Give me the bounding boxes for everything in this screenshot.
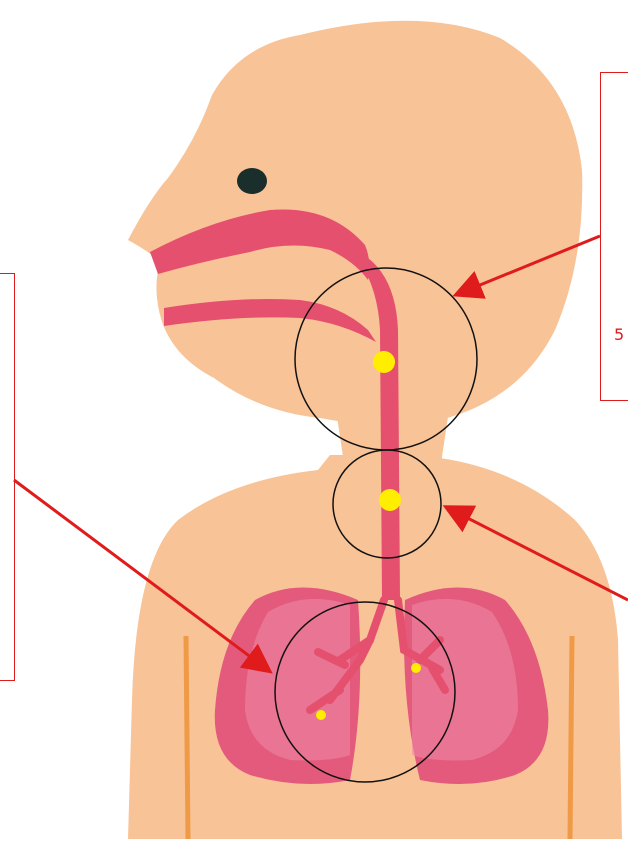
right-callout-box	[600, 72, 628, 401]
left-arm-line	[570, 636, 572, 839]
bronchus-marker-left	[316, 710, 326, 720]
throat-marker	[373, 351, 395, 373]
right-arm-line	[186, 636, 188, 839]
eye	[237, 168, 267, 194]
left-callout-box	[0, 273, 15, 681]
head	[128, 21, 582, 425]
trachea-marker	[379, 489, 401, 511]
right-callout-text-fragment: 5	[614, 326, 624, 344]
bronchus-marker-right	[411, 663, 421, 673]
